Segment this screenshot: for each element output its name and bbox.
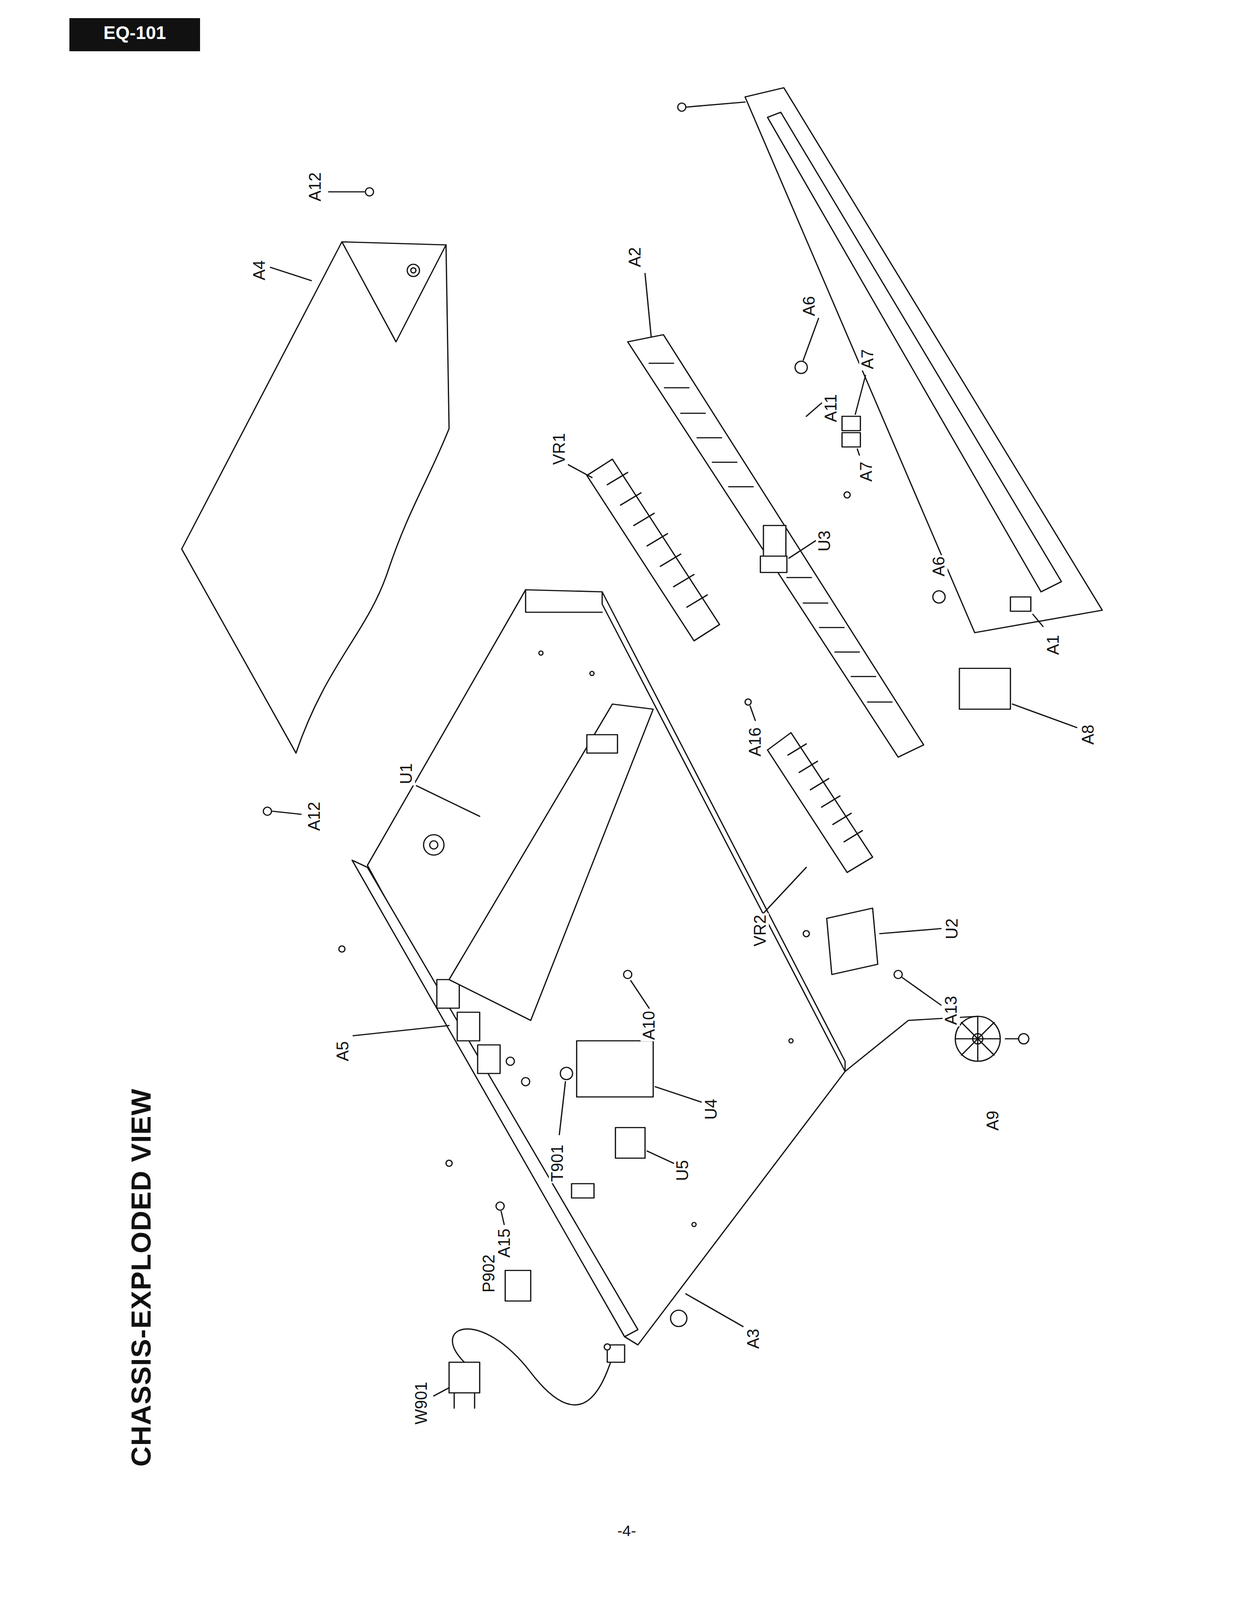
button <box>841 432 861 448</box>
bezel-window <box>1010 596 1032 612</box>
transformer <box>576 1041 654 1098</box>
screw-shaft <box>1005 1038 1019 1040</box>
foot <box>955 1016 1001 1062</box>
part-callout: U3 <box>816 528 834 553</box>
part-callout: A6 <box>800 294 818 318</box>
screw <box>677 102 686 112</box>
part-callout: A5 <box>334 1039 352 1063</box>
slider-board <box>586 459 720 642</box>
part-callout: A4 <box>250 259 269 282</box>
top-cover <box>181 241 450 753</box>
slider-levers <box>787 743 863 842</box>
part-callout: A11 <box>822 392 840 424</box>
leader-lines <box>270 191 1077 1397</box>
knob <box>933 591 946 604</box>
part-callout: A8 <box>1079 723 1097 747</box>
knob <box>795 361 808 374</box>
front-bezel <box>745 88 1103 634</box>
slider-levers <box>607 472 708 608</box>
part-callout: A6 <box>930 555 948 578</box>
screws <box>263 187 903 1351</box>
switch-board <box>760 556 788 573</box>
part-callout: T901 <box>548 1143 567 1184</box>
rear-hole <box>521 1077 530 1086</box>
power-knob <box>959 668 1011 710</box>
chassis-hole <box>788 1039 793 1044</box>
chassis-hole <box>590 671 595 676</box>
chassis-side <box>525 590 603 613</box>
header-bar <box>69 18 201 52</box>
rear-jack <box>436 979 460 1009</box>
rear-jack <box>457 1012 480 1042</box>
chassis-hole <box>538 651 543 656</box>
plug-prongs <box>454 1393 475 1409</box>
part-callout: A1 <box>1044 633 1062 657</box>
bezel-window <box>767 112 1062 593</box>
chassis-hole <box>429 840 438 850</box>
screw <box>1018 1033 1030 1045</box>
part-callout: U5 <box>674 1158 692 1183</box>
slider-board <box>767 733 873 873</box>
part-callout: A9 <box>984 1109 1002 1132</box>
part-callout: A3 <box>744 1327 763 1351</box>
rear-jack <box>477 1045 501 1074</box>
model-header: EQ-101 <box>103 23 167 42</box>
chassis-drawing <box>181 88 1103 1409</box>
part-callout: VR1 <box>550 431 568 467</box>
chassis-hole <box>692 1222 697 1228</box>
screw-line <box>685 102 746 108</box>
part-callout: A13 <box>942 994 960 1027</box>
part-callout: A7 <box>859 347 877 371</box>
transformer-lug <box>560 1067 573 1081</box>
fuse-holder <box>615 1127 646 1159</box>
foot-spokes <box>955 1016 1001 1062</box>
part-callout: A12 <box>306 171 324 203</box>
cover-flange <box>342 241 447 343</box>
page-number: -4- <box>617 1523 637 1539</box>
part-callout: W901 <box>412 1380 431 1427</box>
cover-hole <box>410 268 416 274</box>
cord-stopper <box>505 1270 531 1302</box>
part-callout: A12 <box>305 800 323 833</box>
power-plug <box>449 1362 480 1394</box>
chassis-flange <box>602 591 846 1072</box>
part-callout: A10 <box>640 1009 658 1042</box>
part-callout: A15 <box>495 1227 514 1259</box>
main-board <box>449 704 654 1022</box>
part-callout: VR2 <box>751 913 769 949</box>
part-callout: A16 <box>746 726 764 758</box>
cover-hole <box>407 264 420 277</box>
part-callout: U4 <box>702 1097 720 1122</box>
part-callout: A7 <box>857 459 876 483</box>
chassis-hole <box>670 1310 687 1327</box>
page-title: CHASSIS-EXPLODED VIEW <box>127 1088 156 1467</box>
bottom-chassis <box>367 590 846 1346</box>
part-callout: A2 <box>626 245 644 269</box>
part-callout: U2 <box>943 916 961 941</box>
small-board <box>826 908 879 975</box>
chassis-hole <box>423 835 445 856</box>
board-part <box>586 734 618 754</box>
button <box>841 416 861 431</box>
part-callout: P902 <box>480 1253 498 1295</box>
grommet <box>571 1183 595 1199</box>
rear-hole <box>506 1057 515 1066</box>
part-callout: U1 <box>397 761 416 786</box>
